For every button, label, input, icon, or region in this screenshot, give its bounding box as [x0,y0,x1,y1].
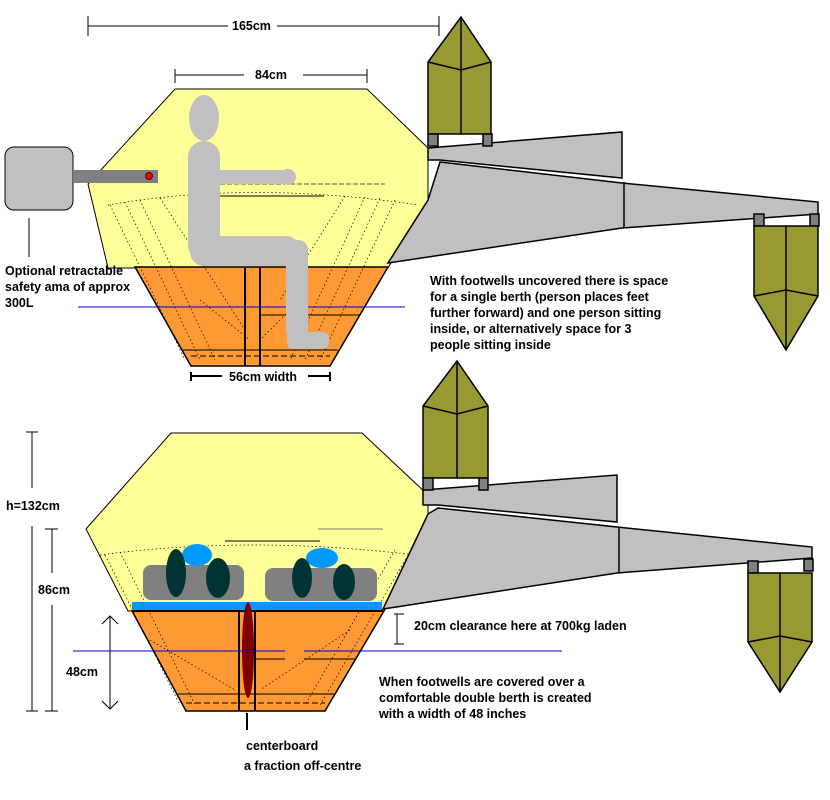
dimension-84cm-label: 84cm [255,68,287,82]
centerboard-label: centerboard [246,739,319,753]
dimension-56cm: 56cm width [190,370,331,384]
caption-top-line-4: inside, or alternatively space for 3 [430,322,632,336]
hull-frame-lines-bottom [99,544,416,706]
safety-ama-note: Optional retractable safety ama of appro… [5,263,130,311]
dimension-48cm: 48cm [66,615,119,710]
safety-ama-note-line-3: 300L [5,296,34,310]
ama-lower [753,213,820,352]
ama-upper [427,15,493,147]
caption-top-line-2: for a single berth (person places feet [430,290,649,304]
footwells-uncovered-caption: With footwells uncovered there is space … [430,273,668,353]
clearance-note: 20cm clearance here at 700kg laden [414,619,627,633]
caption-bottom-line-3: with a width of 48 inches [379,707,527,721]
clearance-marker [394,613,404,645]
centerboard-sublabel: a fraction off-centre [244,759,362,773]
seated-person-figure [188,95,329,349]
safety-ama-note-line-2: safety ama of approx [5,280,131,294]
bottom-diagram: h=132cm 86cm 48cm [6,359,814,730]
dimension-86cm: 86cm [38,528,70,712]
sleeping-person-left [143,544,244,600]
safety-ama-note-line-1: Optional retractable [5,264,124,278]
crossbeam-assembly-bottom [381,474,813,610]
sleeping-person-right [265,548,377,601]
safety-ama [4,146,158,257]
dimension-165cm: 165cm [87,16,440,36]
ama-lower-bottom [747,558,814,694]
berth-board [132,602,382,611]
dimension-165cm-label: 165cm [232,19,271,33]
hull-lower-section [133,266,390,367]
dimension-86cm-label: 86cm [38,583,70,597]
pivot-point [145,172,153,180]
dimension-132cm: h=132cm [6,431,60,712]
dimension-84cm: 84cm [174,68,368,83]
caption-bottom-line-2: comfortable double berth is created [379,691,592,705]
caption-top-line-1: With footwells uncovered there is space [430,274,669,288]
footwells-covered-caption: When footwells are covered over a comfor… [379,674,592,722]
caption-top-line-3: further forward) and one person sitting [430,306,662,320]
hull-lower-section-bottom [130,610,386,712]
caption-bottom-line-1: When footwells are covered over a [379,675,585,689]
ama-upper-bottom [422,359,489,491]
crossbeam-assembly [386,131,819,264]
centerboard [242,602,254,698]
caption-top-line-5: people sitting inside [430,338,551,352]
dimension-48cm-label: 48cm [66,665,98,679]
dimension-56cm-label: 56cm width [229,370,297,384]
top-diagram: 165cm 84cm [4,15,820,384]
dimension-132cm-label: h=132cm [6,499,60,513]
